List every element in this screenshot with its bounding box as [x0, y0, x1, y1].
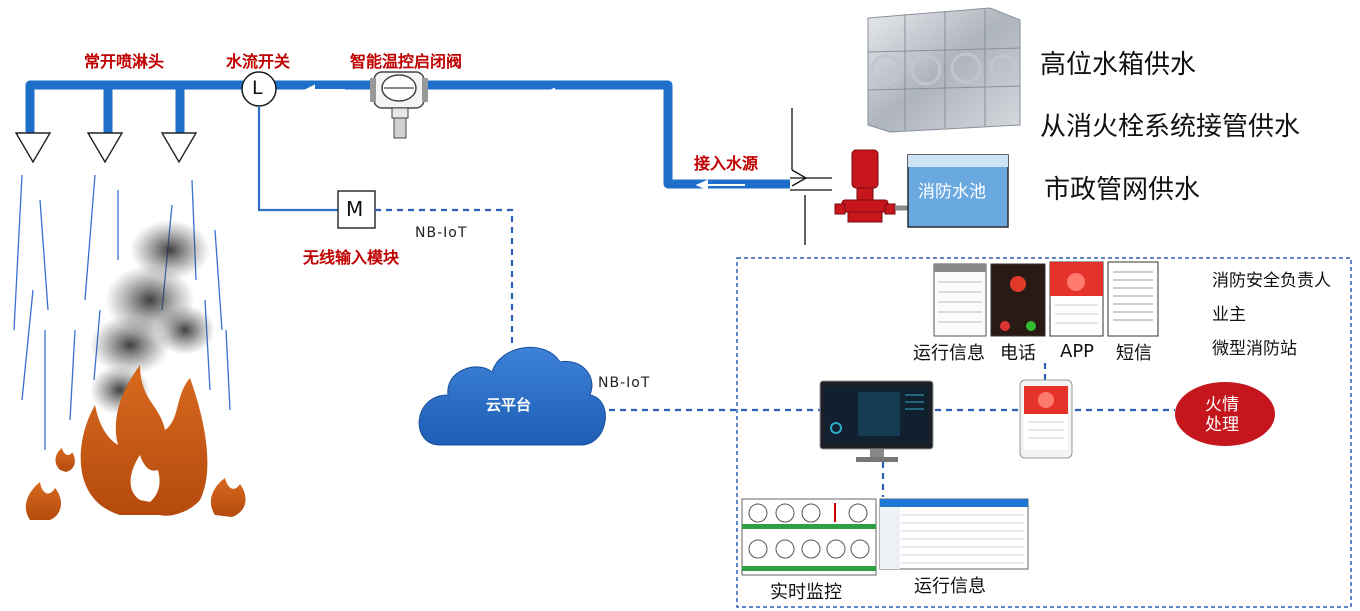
pool-label: 消防水池 [918, 182, 986, 202]
sprinkler-head-icon [86, 132, 124, 164]
pool-water-surface [908, 155, 1008, 167]
fire-handling-badge [1175, 382, 1275, 446]
cloud-label: 云平台 [486, 396, 532, 414]
sprinkler-heads [14, 132, 198, 164]
fire-icon [25, 365, 246, 520]
sprinkler-head-icon [14, 132, 52, 164]
hydrant-label: 从消火栓系统接管供水 [1040, 112, 1301, 142]
smart-valve-label: 智能温控启闭阀 [350, 52, 463, 71]
realtime-monitor-label: 实时监控 [770, 582, 842, 603]
sms-screen [1107, 261, 1159, 337]
flow-switch-symbol: L [252, 77, 263, 99]
wireless-module-label: 无线输入模块 [303, 248, 400, 267]
cloud-icon [418, 346, 606, 446]
sprinkler-head-label: 常开喷淋头 [84, 52, 165, 71]
realtime-monitor-panel [741, 498, 877, 576]
sms-label: 短信 [1116, 343, 1152, 364]
run-info-top-label: 运行信息 [913, 343, 985, 364]
high-tank-label: 高位水箱供水 [1040, 50, 1197, 80]
signal-wire [257, 106, 338, 212]
app-screen [1049, 261, 1104, 337]
smoke [90, 220, 215, 415]
municipal-label: 市政管网供水 [1044, 175, 1201, 205]
nbiot-label-top: NB-IoT [415, 225, 468, 241]
flow-switch-label: 水流开关 [226, 52, 291, 71]
recipient-1: 业主 [1212, 305, 1246, 325]
smart-valve-icon [370, 71, 428, 139]
run-info-table-panel [879, 498, 1029, 570]
monitor-icon [819, 380, 934, 462]
run-info-phone [933, 263, 987, 337]
module-icon [337, 190, 376, 229]
fire-pump-icon [834, 149, 896, 223]
run-info-bottom-label: 运行信息 [914, 576, 986, 597]
fire-handling-label: 火情 处理 [1205, 395, 1239, 435]
nbiot-link [375, 208, 1175, 497]
notification-panel [736, 257, 1352, 608]
module-symbol: M [346, 197, 364, 221]
inlet-valve-icon [790, 108, 832, 245]
phone-label: 电话 [1000, 343, 1036, 364]
app-label: APP [1060, 341, 1095, 362]
mobile-phone-icon [1019, 379, 1073, 459]
high-water-tank-icon [867, 7, 1021, 133]
phone-call-screen [990, 263, 1046, 337]
recipient-2: 微型消防站 [1212, 339, 1297, 359]
sprinkler-head-icon [160, 132, 198, 164]
water-inlet-label: 接入水源 [694, 154, 759, 173]
flow-arrows [303, 84, 745, 191]
nbiot-label-bottom: NB-IoT [598, 375, 651, 391]
recipient-0: 消防安全负责人 [1212, 271, 1331, 291]
